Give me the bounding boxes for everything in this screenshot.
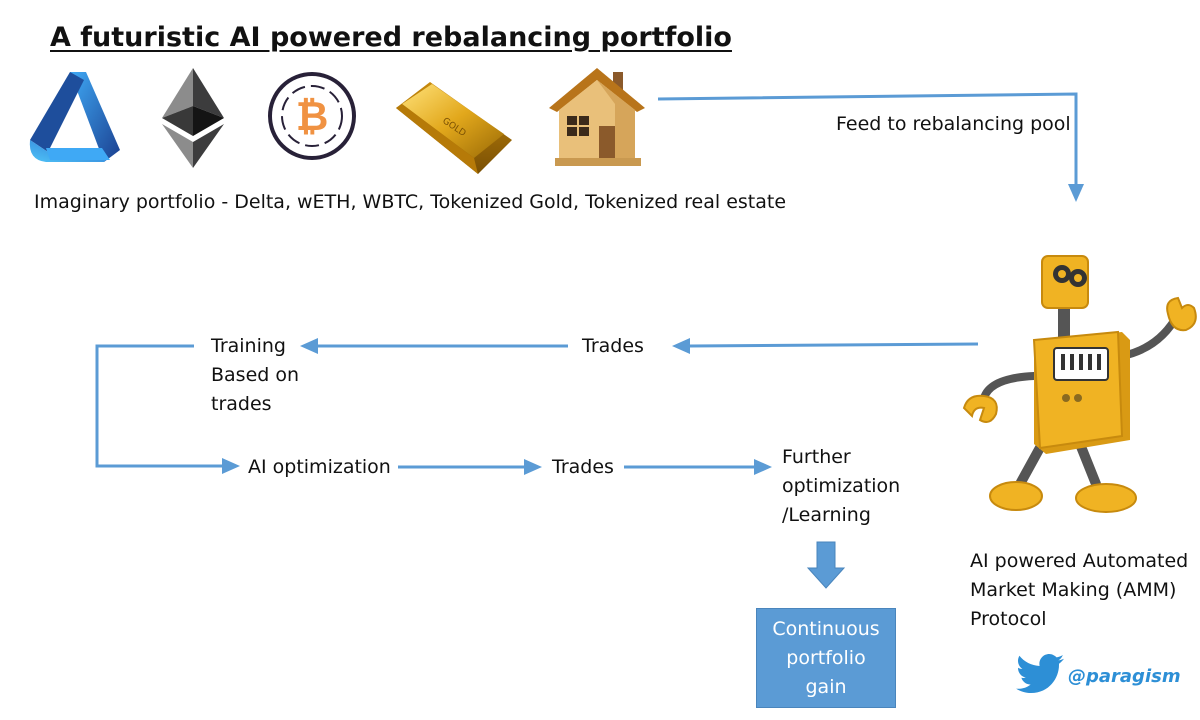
- robot-to-trades-arrow: [689, 342, 979, 348]
- ethereum-icon: [162, 68, 224, 168]
- delta-logo-icon: [29, 72, 120, 162]
- training-line: trades: [211, 393, 272, 415]
- gain-line: portfolio: [786, 646, 866, 669]
- further-optimization-label: Further optimization /Learning: [782, 443, 900, 530]
- twitter-bird-icon: [1016, 654, 1064, 693]
- robot-icon: [962, 255, 1197, 513]
- training-line: Training: [211, 335, 286, 357]
- gain-line: Continuous: [772, 617, 880, 640]
- feed-label: Feed to rebalancing pool: [836, 113, 1071, 135]
- training-line: Based on: [211, 364, 300, 386]
- further-line: Further: [782, 446, 851, 468]
- gold-bar-icon: GOLD: [396, 82, 512, 174]
- training-label: Training Based on trades: [211, 332, 299, 419]
- wrapped-bitcoin-icon: ₿: [268, 72, 356, 160]
- feed-connector: [657, 92, 1078, 186]
- amm-line: AI powered Automated: [970, 550, 1189, 572]
- house-icon: [549, 68, 645, 166]
- amm-label: AI powered Automated Market Making (AMM)…: [970, 547, 1188, 634]
- portfolio-caption: Imaginary portfolio - Delta, wETH, WBTC,…: [34, 191, 787, 213]
- page-title: A futuristic AI powered rebalancing port…: [50, 22, 732, 53]
- amm-line: Market Making (AMM): [970, 579, 1177, 601]
- trades-mid-label: Trades: [552, 456, 614, 478]
- further-line: optimization: [782, 475, 901, 497]
- amm-line: Protocol: [970, 608, 1047, 630]
- trades-top-label: Trades: [582, 335, 644, 357]
- twitter-handle[interactable]: @paragism: [1068, 666, 1181, 687]
- down-block-arrow: [806, 541, 846, 589]
- ai-optimization-label: AI optimization: [248, 456, 391, 478]
- training-loop-connector: [95, 344, 226, 468]
- further-line: /Learning: [782, 504, 871, 526]
- gain-line: gain: [805, 675, 847, 698]
- continuous-gain-box: Continuous portfolio gain: [756, 608, 896, 708]
- svg-text:₿: ₿: [296, 94, 329, 140]
